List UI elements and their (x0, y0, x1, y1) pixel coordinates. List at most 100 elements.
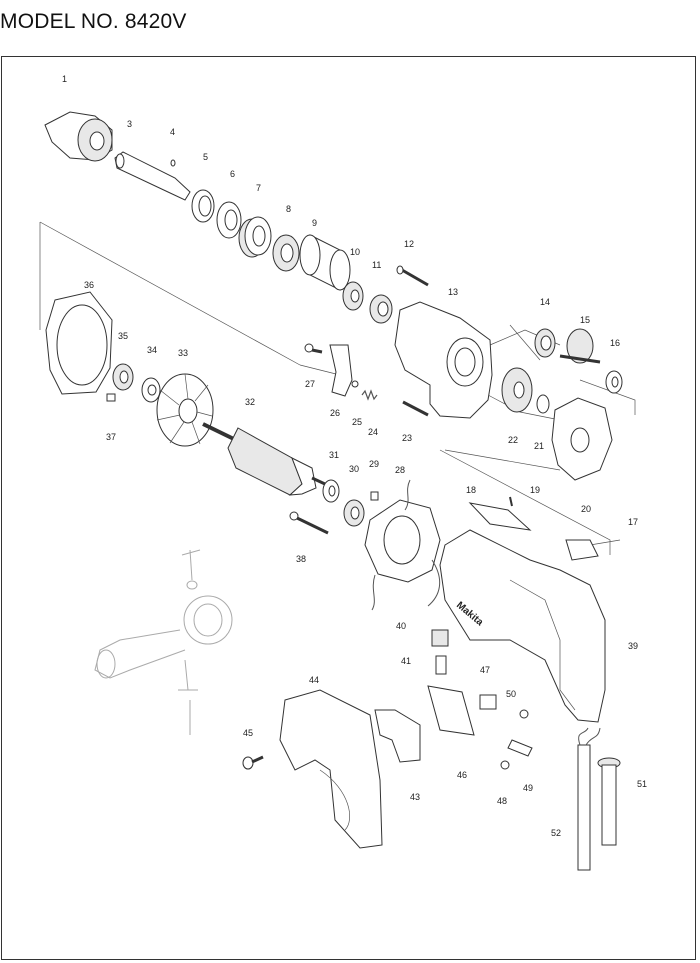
callout-18: 18 (466, 485, 476, 495)
callout-20: 20 (581, 504, 591, 514)
callout-27: 27 (305, 379, 315, 389)
callout-12: 12 (404, 239, 414, 249)
part-25-steel-ball (351, 380, 359, 388)
callout-14: 14 (540, 297, 550, 307)
callout-41: 41 (401, 656, 411, 666)
part-30-bearing (343, 499, 365, 527)
callout-5: 5 (203, 152, 208, 162)
part-26-change-plate (329, 344, 353, 397)
part-4-pin (170, 159, 176, 167)
callout-19: 19 (530, 485, 540, 495)
callout-38: 38 (296, 554, 306, 564)
part-20-bearing-box (551, 397, 613, 481)
callout-51: 51 (637, 779, 647, 789)
part-16-washer (605, 370, 623, 394)
part-46-insulation-sheet (427, 685, 475, 736)
part-6-flat-washer (216, 201, 242, 239)
callout-44: 44 (309, 675, 319, 685)
callout-1: 1 (62, 74, 67, 84)
callout-24: 24 (368, 427, 378, 437)
part-50-screw (519, 709, 529, 719)
part-21-ring (536, 394, 550, 414)
callout-21: 21 (534, 441, 544, 451)
part-11-clutch (369, 294, 393, 324)
part-22-gear (501, 367, 533, 413)
callout-25: 25 (352, 417, 362, 427)
callout-16: 16 (610, 338, 620, 348)
part-51-cord-guard (597, 757, 621, 846)
part-39-motor-housing: Makita (439, 529, 606, 723)
part-18-name-plate (468, 502, 532, 531)
part-23-screw (402, 400, 429, 417)
part-44-handle (279, 689, 383, 849)
callout-4: 4 (170, 127, 175, 137)
callout-8: 8 (286, 204, 291, 214)
callout-33: 33 (178, 348, 188, 358)
part-48-screw (500, 760, 510, 770)
callout-28: 28 (395, 465, 405, 475)
callout-9: 9 (312, 218, 317, 228)
callout-23: 23 (402, 433, 412, 443)
model-title: MODEL NO. 8420V (0, 10, 187, 33)
part-15-spur-gear (559, 328, 601, 364)
part-37-rubber-pin (106, 393, 116, 402)
callout-39: 39 (628, 641, 638, 651)
part-27-screw (304, 343, 323, 354)
diagram-frame (1, 56, 696, 960)
part-45-screw (242, 755, 264, 770)
callout-35: 35 (118, 331, 128, 341)
callout-52: 52 (551, 828, 561, 838)
callout-34: 34 (147, 345, 157, 355)
part-40-brush-holder (431, 629, 449, 647)
callout-48: 48 (497, 796, 507, 806)
callout-15: 15 (580, 315, 590, 325)
part-28-field (364, 479, 441, 611)
callout-30: 30 (349, 464, 359, 474)
callout-40: 40 (396, 621, 406, 631)
callout-47: 47 (480, 665, 490, 675)
part-43-switch (374, 709, 421, 763)
part-32-armature (202, 422, 326, 496)
part-1-drill-chuck (44, 111, 113, 162)
part-10-gear (342, 281, 364, 311)
callout-32: 32 (245, 397, 255, 407)
callout-46: 46 (457, 770, 467, 780)
part-13-gear-housing (394, 301, 493, 419)
callout-3: 3 (127, 119, 132, 129)
part-24-spring (361, 389, 378, 401)
callout-37: 37 (106, 432, 116, 442)
part-35-bearing (112, 363, 134, 391)
part-52-cord (577, 727, 601, 871)
callout-7: 7 (256, 183, 261, 193)
callout-11: 11 (372, 260, 381, 270)
callout-22: 22 (508, 435, 518, 445)
callout-26: 26 (330, 408, 340, 418)
part-47-capacitor (479, 694, 497, 710)
part-8-ball-bearing (272, 234, 300, 272)
callout-labels: 1 3 4 5 6 7 8 9 10 11 12 13 14 15 16 17 … (62, 74, 647, 838)
callout-17: 17 (628, 517, 638, 527)
part-31-washer (322, 479, 340, 503)
callout-49: 49 (523, 783, 533, 793)
part-17-lock-button (565, 539, 599, 561)
part-7-sleeve (238, 216, 272, 258)
callout-10: 10 (350, 247, 360, 257)
part-33-fan (156, 373, 214, 447)
part-38-screw (289, 511, 329, 535)
part-29-insulation-washer (370, 491, 379, 501)
part-9-sleeve (299, 234, 351, 291)
side-handle-assembly (94, 549, 233, 735)
callout-43: 43 (410, 792, 420, 802)
callout-36: 36 (84, 280, 94, 290)
part-36-baffle-plate (45, 291, 113, 395)
part-3-spindle (114, 151, 191, 201)
part-41-carbon-brush (435, 655, 447, 675)
callout-6: 6 (230, 169, 235, 179)
callout-13: 13 (448, 287, 458, 297)
part-49-strain-relief (507, 739, 533, 757)
part-12-screw (396, 265, 429, 287)
callout-29: 29 (369, 459, 379, 469)
part-14-bearing (534, 328, 556, 358)
part-34-washer (141, 377, 161, 403)
